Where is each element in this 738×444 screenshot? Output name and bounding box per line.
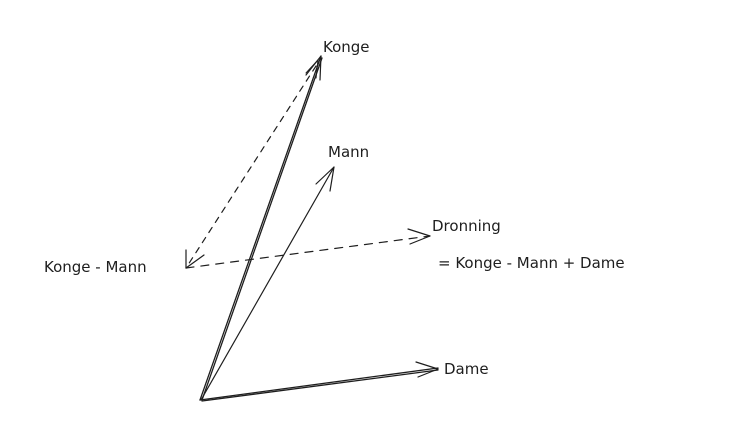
equation-label: = Konge - Mann + Dame xyxy=(438,254,625,272)
konge-minus-mann-label: Konge - Mann xyxy=(44,258,147,276)
mann-vector-arrow xyxy=(200,166,335,401)
dame-vector-arrow xyxy=(199,361,439,402)
konge-label: Konge xyxy=(323,38,370,56)
dronning-dashed-arrow xyxy=(185,228,431,269)
konge-minus-mann-dashed-arrow xyxy=(185,59,319,269)
dronning-label: Dronning xyxy=(432,217,501,235)
dame-label: Dame xyxy=(444,360,489,378)
mann-label: Mann xyxy=(328,143,370,161)
konge-vector-arrow xyxy=(199,55,323,401)
